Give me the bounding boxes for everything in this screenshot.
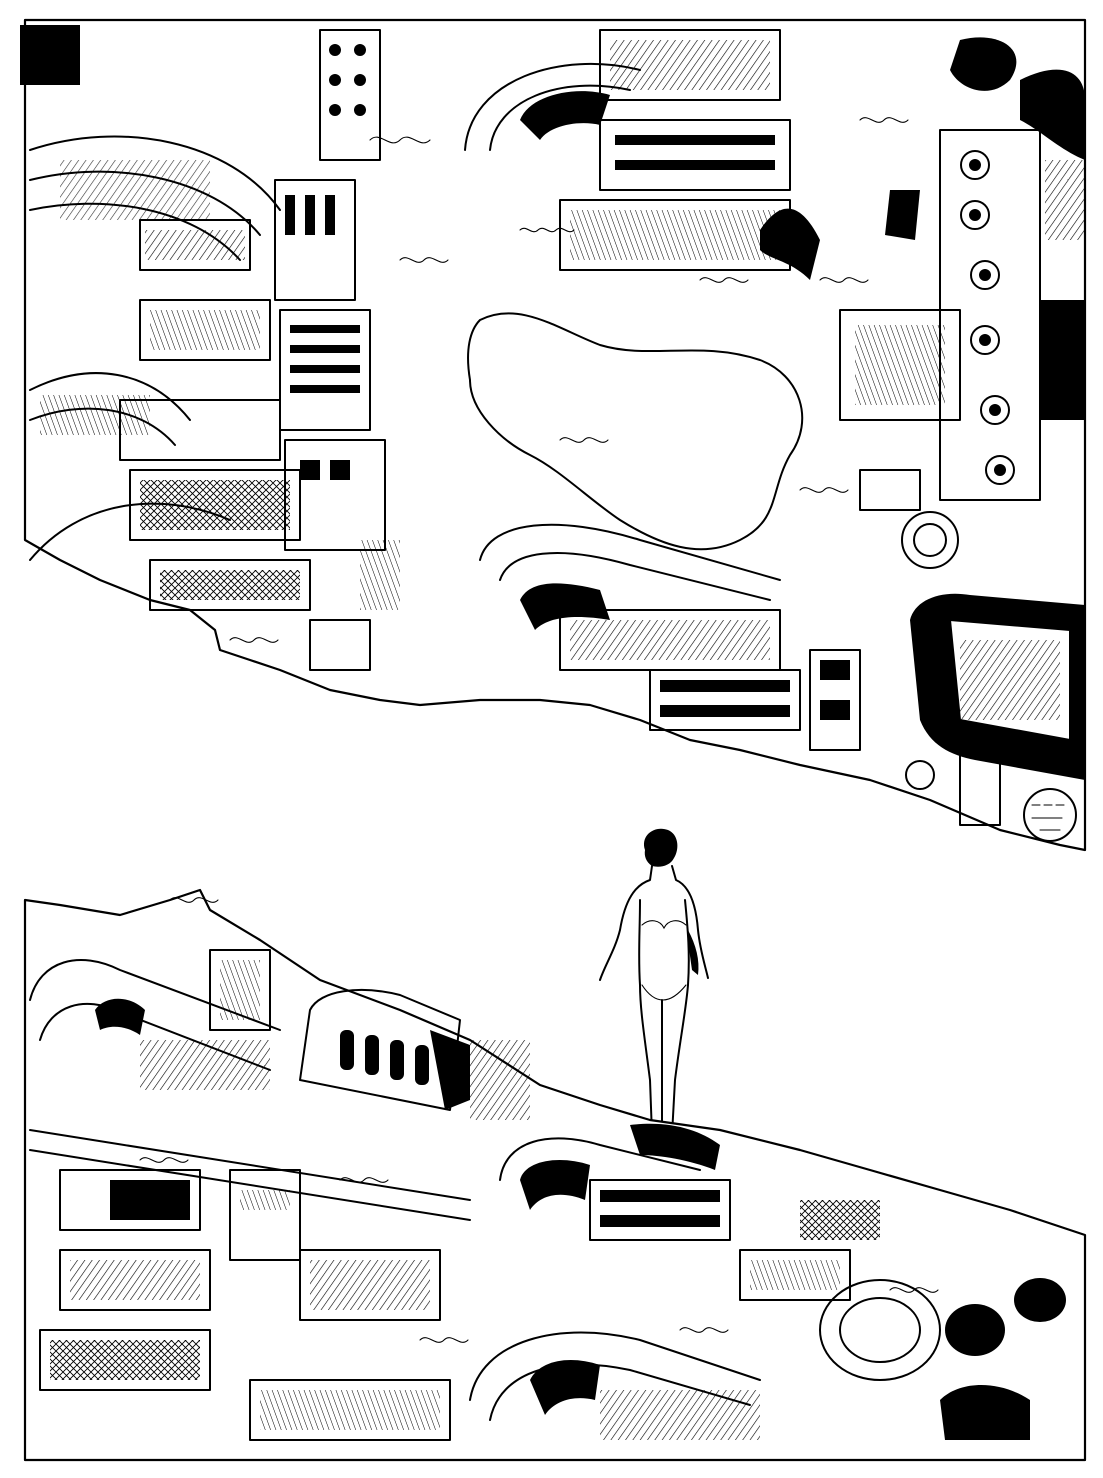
standing-figure <box>599 828 709 1136</box>
signature-plaque <box>1023 788 1077 842</box>
upper-architecture <box>20 18 1087 852</box>
lower-architecture <box>23 888 1087 1462</box>
